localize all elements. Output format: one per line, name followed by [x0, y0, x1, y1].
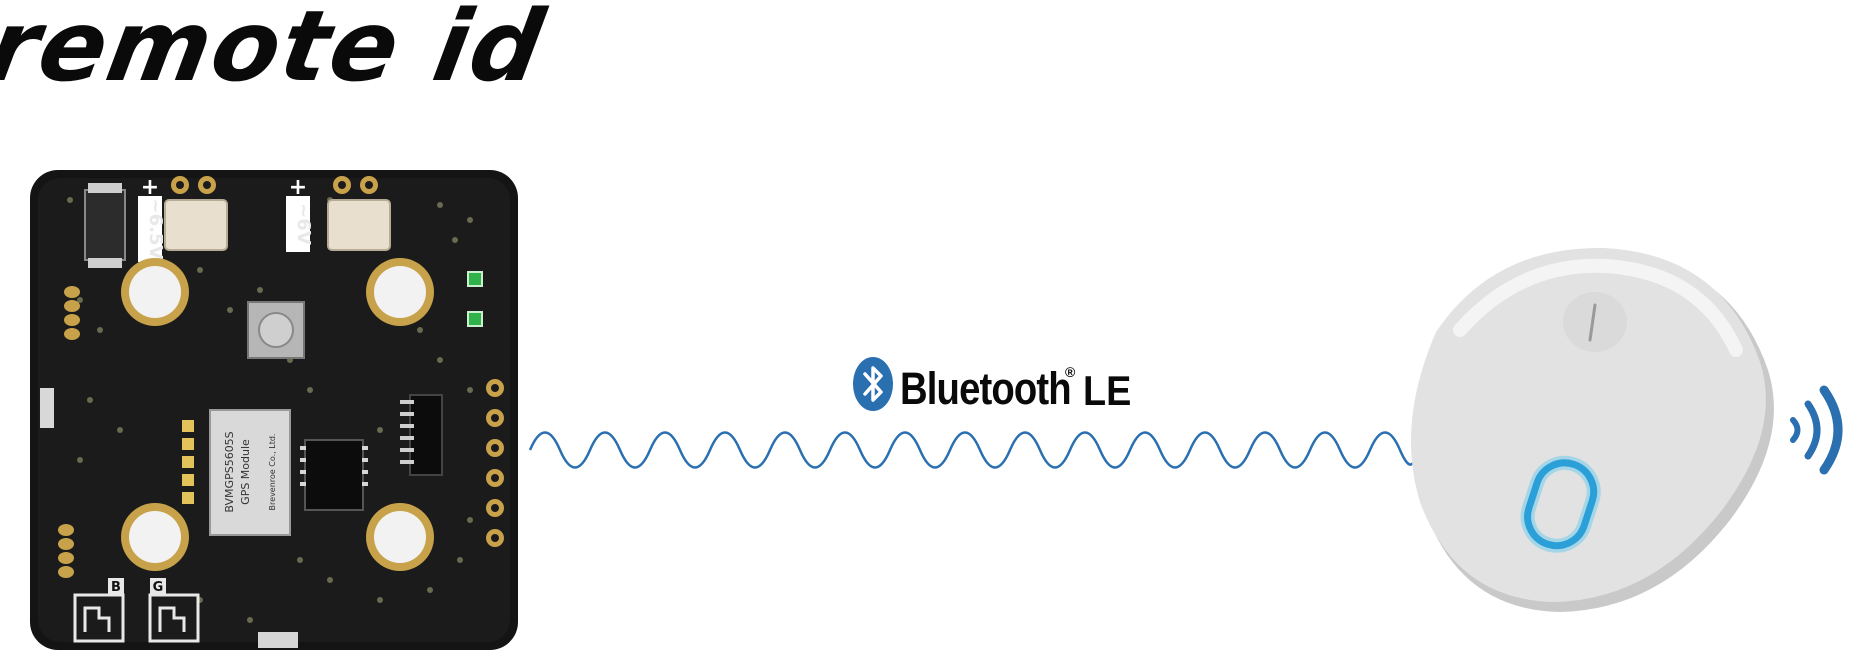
bottom-connector-right: [148, 593, 200, 643]
tactile-button-cap: [258, 312, 294, 348]
bottom-edge-component: [258, 632, 298, 648]
tag-top-bump: [1563, 292, 1627, 352]
led-green-1: [467, 271, 483, 287]
ic-chip-main: [304, 439, 364, 511]
right-edge-pads: [486, 379, 504, 547]
gps-module-model: BVMGPS5605S: [223, 431, 236, 512]
gps-module-maker: Brevenroe Co., Ltd.: [268, 434, 277, 511]
top-pads: [171, 176, 378, 194]
tag-button-ring: [1520, 455, 1601, 553]
pad-label-left-bg: [108, 578, 124, 594]
tag-highlight: [1453, 258, 1743, 357]
gps-module-name: GPS Module: [239, 439, 252, 505]
bluetooth-word: Bluetooth: [900, 363, 1072, 414]
pad-label-right-bg: [150, 578, 166, 594]
ic-chip-side: [409, 394, 443, 476]
mount-holes: [121, 258, 434, 571]
plus-marker-right: +: [289, 175, 307, 200]
bluetooth-icon: [853, 357, 893, 411]
pcb-board: ~6.5V ~6V + +: [30, 170, 518, 650]
left-edge-pads: [58, 286, 80, 578]
led-green-2: [467, 311, 483, 327]
plus-marker-left: +: [141, 175, 159, 200]
smd-diode-pad-top: [88, 183, 122, 193]
connector-right: [327, 199, 391, 251]
wireless-signal-icon: [1790, 385, 1843, 475]
ic-chip-main-pins: [300, 446, 368, 486]
signal-wave: [528, 431, 1420, 469]
module-side-pads: [182, 420, 194, 504]
connector-left: [164, 199, 228, 251]
left-edge-component: [40, 388, 54, 428]
ic-chip-side-pins: [400, 400, 414, 464]
tag-slot: [1588, 303, 1597, 342]
bluetooth-le-suffix: LE: [1083, 367, 1132, 414]
voltage-label-left: ~6.5V: [145, 199, 166, 260]
voltage-label-right: ~6V: [293, 203, 314, 245]
smd-diode: [84, 189, 126, 261]
pad-label-right: G: [153, 580, 164, 595]
smd-diode-pad-bottom: [88, 258, 122, 268]
bluetooth-registered-mark: ®: [1064, 364, 1076, 380]
bottom-connector-left: [73, 593, 125, 643]
bluetooth-le-label: Bluetooth ® LE: [852, 356, 1137, 412]
voltage-label-left-bg: [138, 196, 162, 262]
bluetooth-tag-device: [1411, 247, 1774, 613]
gps-module: [209, 409, 291, 536]
voltage-label-right-bg: [286, 196, 310, 252]
tag-body: [1411, 247, 1766, 603]
pad-label-left: B: [111, 580, 121, 595]
